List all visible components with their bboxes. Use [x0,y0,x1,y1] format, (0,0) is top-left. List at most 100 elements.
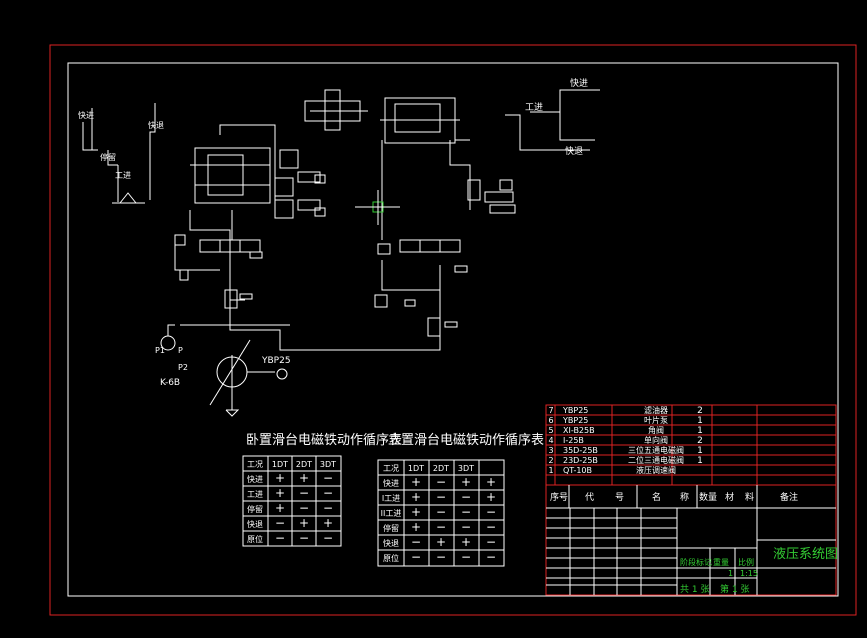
right-table-cell: II工进 [381,509,402,518]
left-table-cell: + [275,486,285,500]
parts-header-code: 代 [585,492,594,503]
right-table-cell: − [461,490,471,504]
sheet-number: 第 1 张 [720,583,749,595]
part-no: 1 [548,466,553,475]
right-table-cell: + [461,475,471,489]
right-table-cell: + [411,520,421,534]
parts-header-code2: 号 [615,492,624,503]
part-qty: 1 [697,446,703,456]
part-name: 三位五通电磁阀 [628,445,684,455]
right-cycle-label-work-advance: 工进 [525,102,543,113]
right-table-cell: 快退 [383,538,399,548]
weight-label: 重量 [713,557,729,567]
right-table-cell: + [486,490,496,504]
pump-code-label: YBP25 [261,356,291,366]
part-qty: 2 [697,436,703,446]
sheet-outer-border [49,44,857,616]
part-name: 滤油器 [644,405,668,415]
part-no: 5 [548,426,553,435]
left-table-cell: + [299,471,309,485]
parts-header-remark: 备注 [780,491,798,503]
part-no: 7 [548,406,553,415]
drawing-title: 液压系统图 [773,547,838,562]
vertical-slide-table-title: 立置滑台电磁铁动作循序表 [388,433,544,448]
right-table-cell: − [486,505,496,519]
left-table-header-cell: 1DT [272,460,288,469]
parts-header-no: 序号 [550,491,568,503]
right-table-cell: − [436,505,446,519]
right-table-cell: − [436,550,446,564]
left-cycle-label-work-advance: 工进 [115,171,131,180]
sheet-inner-border [67,62,839,597]
scale-label: 比例 [738,557,754,567]
parts-header-name2: 称 [680,491,689,503]
left-table-cell: − [323,531,333,545]
part-no: 4 [548,436,553,445]
part-no: 6 [548,416,553,425]
part-code: YBP25 [562,406,588,415]
right-table-cell: − [411,550,421,564]
qty-one-value: 1 [728,569,733,578]
right-table-cell: + [436,535,446,549]
right-table-cell: − [486,535,496,549]
sheet-total: 共 1 张 [680,584,709,595]
right-table-cell: 原位 [383,553,399,563]
part-code: 23D-25B [563,456,598,465]
gauge-p2-label: P2 [178,363,188,372]
left-table-cell: − [323,471,333,485]
left-table-cell: − [275,531,285,545]
left-table-header-cell: 3DT [320,460,336,469]
gauge-p1-label: P1 [155,346,165,355]
right-table-cell: + [411,490,421,504]
part-code: QT-10B [563,466,592,475]
right-table-header-cell: 3DT [458,464,474,473]
hydraulic-circuit [82,89,600,417]
part-no: 2 [548,456,553,465]
part-no: 3 [548,446,553,455]
left-table-cell: + [275,501,285,515]
part-code: XI-B25B [563,426,595,435]
part-qty: 2 [697,406,703,416]
left-table-cell: − [275,516,285,530]
part-qty: 1 [697,426,703,436]
left-cycle-label-fast-return: 快退 [148,120,164,130]
left-table-cell: 原位 [247,534,263,544]
right-table-cell: − [411,535,421,549]
right-table-cell: − [486,550,496,564]
left-table-header-cell: 2DT [296,460,312,469]
left-action-table [242,455,342,547]
right-table-header-cell: 1DT [408,464,424,473]
left-table-cell: − [323,501,333,515]
right-table-cell: − [461,505,471,519]
right-table-cell: − [461,520,471,534]
right-table-header-cell: 工况 [383,464,399,473]
right-cycle-label-fast-return: 快退 [565,145,583,157]
title-block [545,404,837,596]
right-table-header-cell: 2DT [433,464,449,473]
part-name: 单向阀 [644,435,668,445]
scale-value: 1:15 [740,569,758,578]
parts-header-material2: 料 [745,491,754,503]
right-table-cell: + [461,535,471,549]
pump-model-label: K-6B [160,378,180,388]
parts-header-name: 名 [652,491,661,503]
left-table-cell: + [299,516,309,530]
part-qty: 1 [697,416,703,426]
part-name: 二位三通电磁阀 [628,455,684,465]
left-table-cell: + [323,516,333,530]
left-cycle-label-dwell: 停留 [100,152,116,162]
right-table-cell: − [436,520,446,534]
right-table-cell: − [461,550,471,564]
right-table-cell: 快进 [383,478,399,488]
right-cycle-labels: 快进 工进 快退 [525,77,588,157]
part-code: 35D-25B [563,446,598,455]
part-qty: 1 [697,456,703,466]
part-name: 角阀 [648,425,664,435]
horizontal-slide-table-title: 卧置滑台电磁铁动作循序表 [246,433,402,448]
right-cycle-label-fast-advance: 快进 [570,77,588,89]
part-code: I-25B [563,436,584,445]
left-table-cell: 停留 [247,504,263,514]
parts-header-qty: 数量 [699,491,717,503]
